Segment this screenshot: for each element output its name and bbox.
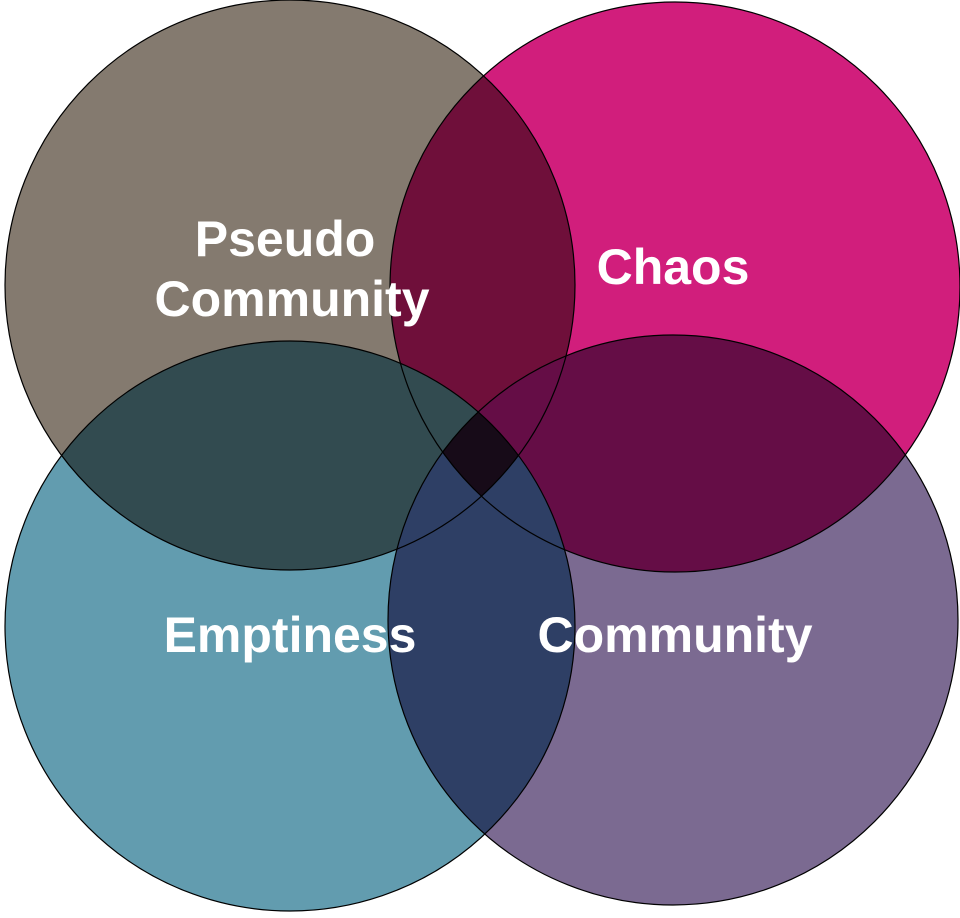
label-pseudo-line-2: Community [155, 271, 430, 327]
label-chaos: Chaos [597, 239, 750, 295]
label-community: Community [538, 607, 813, 663]
label-pseudo-line-1: Pseudo [195, 211, 376, 267]
overlap-emptiness-community [388, 341, 575, 905]
label-emptiness: Emptiness [164, 607, 417, 663]
label-pseudo-community: Pseudo Community [155, 211, 430, 327]
circle-outlines [4, 0, 960, 912]
